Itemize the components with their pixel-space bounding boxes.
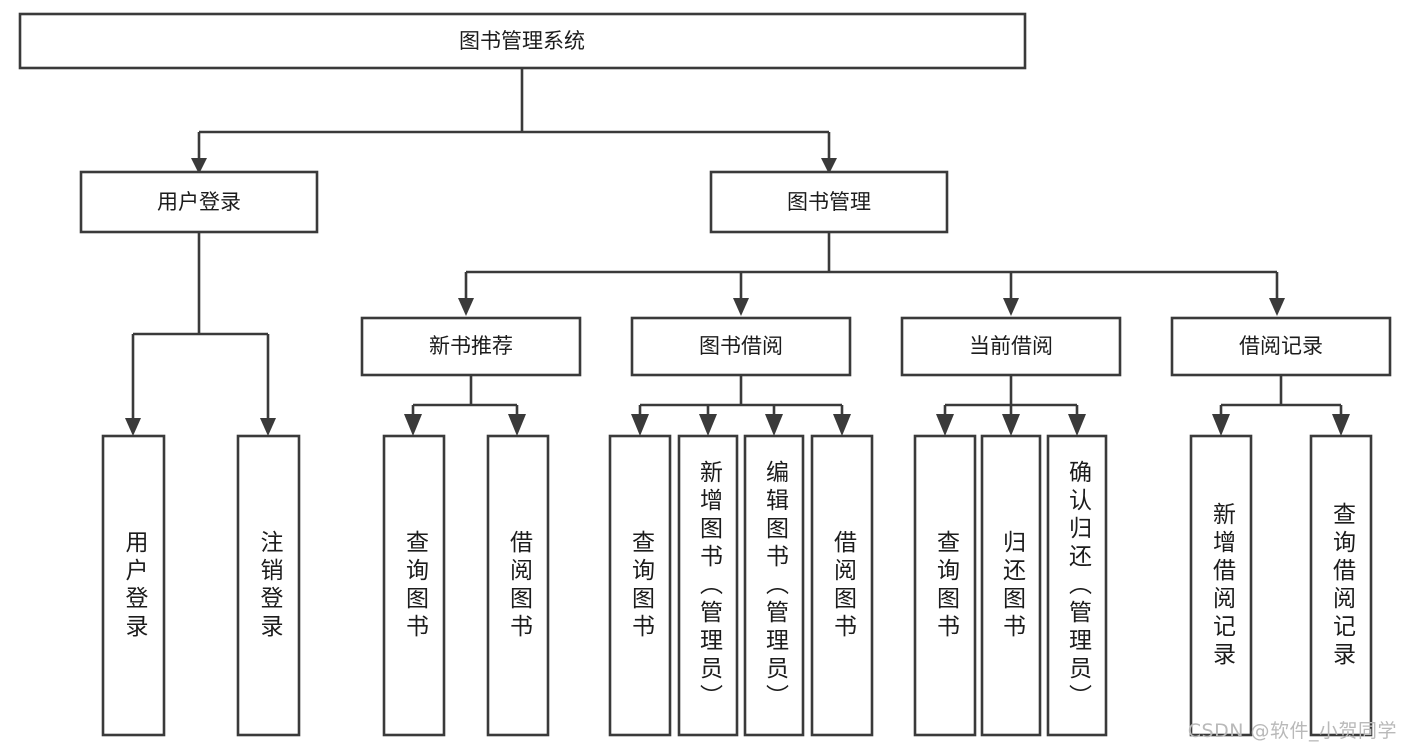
arrowhead-currentborrow-leaf-1 bbox=[936, 414, 954, 436]
node-leaf-borrow-book-1[interactable] bbox=[486, 434, 550, 737]
arrowhead-new-book bbox=[458, 298, 474, 316]
node-leaf-edit-book[interactable] bbox=[743, 434, 805, 737]
arrowhead-borrowrecord-leaf-2 bbox=[1332, 414, 1350, 436]
arrowhead-currentborrow-leaf-3 bbox=[1068, 414, 1086, 436]
node-new-book-recommend[interactable]: 新书推荐 bbox=[360, 316, 582, 377]
node-book-borrow-box[interactable] bbox=[630, 316, 852, 377]
arrowhead-leaf-user-login bbox=[125, 418, 141, 436]
node-leaf-edit-book-box[interactable] bbox=[743, 434, 805, 737]
node-book-management-box[interactable] bbox=[709, 170, 949, 234]
arrowhead-bookborrow-leaf-3 bbox=[765, 414, 783, 436]
node-leaf-query-book-2-box[interactable] bbox=[608, 434, 672, 737]
node-leaf-query-book-2[interactable] bbox=[608, 434, 672, 737]
node-leaf-return-book-box[interactable] bbox=[980, 434, 1042, 737]
arrowhead-book-mgmt bbox=[821, 158, 837, 174]
arrowhead-bookborrow-leaf-2 bbox=[699, 414, 717, 436]
node-user-login[interactable]: 用户登录 bbox=[79, 170, 319, 234]
arrowhead-leaf-logout bbox=[260, 418, 276, 436]
connector-group-new-book bbox=[404, 375, 526, 436]
node-book-borrow-label: 图书借阅 bbox=[699, 334, 783, 358]
node-leaf-add-record[interactable] bbox=[1189, 434, 1253, 737]
node-leaf-query-book-3[interactable] bbox=[913, 434, 977, 737]
arrowhead-user-login bbox=[191, 158, 207, 174]
arrowhead-borrow-record bbox=[1269, 298, 1285, 316]
node-book-borrow[interactable]: 图书借阅 bbox=[630, 316, 852, 377]
connector-group-book-mgmt bbox=[458, 232, 1285, 316]
node-leaf-query-record-box[interactable] bbox=[1309, 434, 1373, 737]
node-root-box[interactable] bbox=[18, 12, 1027, 70]
node-leaf-borrow-book-1-box[interactable] bbox=[486, 434, 550, 737]
arrowhead-current-borrow bbox=[1003, 298, 1019, 316]
node-new-book-recommend-box[interactable] bbox=[360, 316, 582, 377]
node-root[interactable]: 图书管理系统 bbox=[18, 12, 1027, 70]
csdn-watermark: CSDN @软件_小贺同学 bbox=[1187, 720, 1397, 742]
node-leaf-query-record[interactable] bbox=[1309, 434, 1373, 737]
arrowhead-currentborrow-leaf-2 bbox=[1002, 414, 1020, 436]
arrowhead-book-borrow bbox=[733, 298, 749, 316]
node-current-borrow-box[interactable] bbox=[900, 316, 1122, 377]
arrowhead-borrowrecord-leaf-1 bbox=[1212, 414, 1230, 436]
node-root-label: 图书管理系统 bbox=[459, 29, 585, 53]
node-leaf-add-book[interactable] bbox=[677, 434, 739, 737]
node-leaf-confirm-return-box[interactable] bbox=[1046, 434, 1108, 737]
node-borrow-record[interactable]: 借阅记录 bbox=[1170, 316, 1392, 377]
node-leaf-logout[interactable] bbox=[236, 434, 301, 737]
node-leaf-query-book-1-box[interactable] bbox=[382, 434, 446, 737]
arrowhead-newbook-leaf-2 bbox=[508, 414, 526, 436]
node-leaf-borrow-book-2-box[interactable] bbox=[810, 434, 874, 737]
node-borrow-record-box[interactable] bbox=[1170, 316, 1392, 377]
node-book-management[interactable]: 图书管理 bbox=[709, 170, 949, 234]
connector-group-root bbox=[191, 68, 837, 174]
node-current-borrow[interactable]: 当前借阅 bbox=[900, 316, 1122, 377]
node-leaf-query-book-1[interactable] bbox=[382, 434, 446, 737]
arrowhead-newbook-leaf-1 bbox=[404, 414, 422, 436]
connector-group-book-borrow bbox=[631, 375, 851, 436]
node-leaf-borrow-book-2[interactable] bbox=[810, 434, 874, 737]
node-book-management-label: 图书管理 bbox=[787, 190, 871, 214]
node-user-login-label: 用户登录 bbox=[157, 190, 241, 214]
node-leaf-add-record-box[interactable] bbox=[1189, 434, 1253, 737]
node-new-book-recommend-label: 新书推荐 bbox=[429, 334, 513, 358]
node-leaf-logout-box[interactable] bbox=[236, 434, 301, 737]
node-leaf-user-login[interactable] bbox=[101, 434, 166, 737]
node-leaf-query-book-3-box[interactable] bbox=[913, 434, 977, 737]
node-leaf-user-login-box[interactable] bbox=[101, 434, 166, 737]
arrowhead-bookborrow-leaf-1 bbox=[631, 414, 649, 436]
node-user-login-box[interactable] bbox=[79, 170, 319, 234]
node-leaf-return-book[interactable] bbox=[980, 434, 1042, 737]
connector-group-borrow-record bbox=[1212, 375, 1350, 436]
arrowhead-bookborrow-leaf-4 bbox=[833, 414, 851, 436]
node-current-borrow-label: 当前借阅 bbox=[969, 334, 1053, 358]
node-leaf-confirm-return[interactable] bbox=[1046, 434, 1108, 737]
node-borrow-record-label: 借阅记录 bbox=[1239, 334, 1323, 358]
node-leaf-add-book-box[interactable] bbox=[677, 434, 739, 737]
connector-group-user-login bbox=[125, 232, 276, 436]
connector-group-current-borrow bbox=[936, 375, 1086, 436]
